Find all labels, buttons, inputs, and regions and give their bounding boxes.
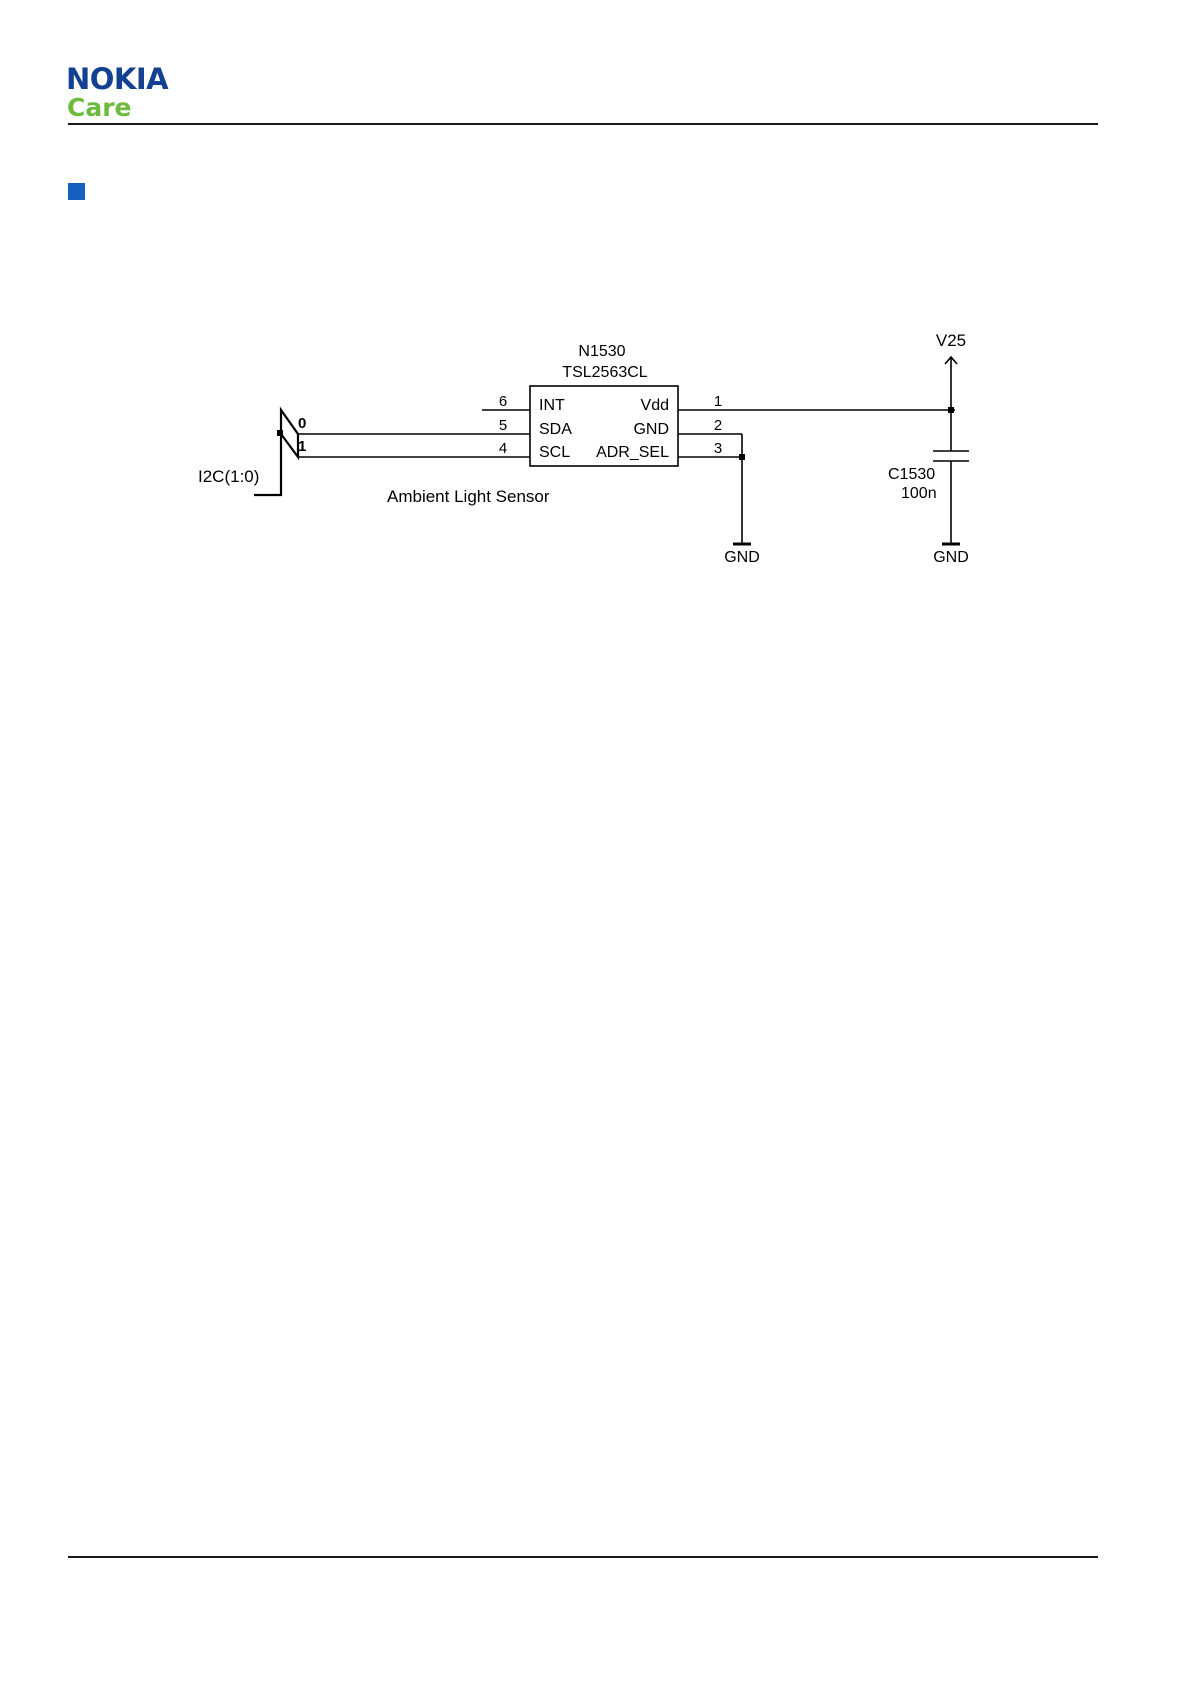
pin-adrsel-name: ADR_SEL xyxy=(596,444,669,461)
ground-label-right: GND xyxy=(933,549,969,566)
bus-junction-dot xyxy=(277,430,283,436)
capacitor-value-label: 100n xyxy=(901,485,937,502)
i2c-bus-label: I2C(1:0) xyxy=(198,467,259,486)
pin-adrsel-number: 3 xyxy=(714,440,722,457)
pin-vdd-number: 1 xyxy=(714,393,722,410)
ic-part-label: TSL2563CL xyxy=(562,364,647,381)
component-description: Ambient Light Sensor xyxy=(387,487,550,506)
pin-scl-number: 4 xyxy=(499,440,507,457)
logo-sub-brand-text: Care xyxy=(67,94,168,122)
pin-sda-number: 5 xyxy=(499,417,507,434)
pin-scl-name: SCL xyxy=(539,444,570,461)
pin-vdd-name: Vdd xyxy=(641,397,669,414)
power-junction-dot xyxy=(948,407,954,413)
header-divider xyxy=(68,123,1098,125)
pin-sda-name: SDA xyxy=(539,421,572,438)
ic-ref-label: N1530 xyxy=(578,343,625,360)
logo-brand-text: NOKIA xyxy=(66,64,168,94)
pin-gnd-name: GND xyxy=(633,421,669,438)
nokia-care-logo: NOKIA Care xyxy=(66,64,168,122)
ambient-light-sensor-schematic: N1530 TSL2563CL 6 5 4 INT SDA SCL 1 2 3 … xyxy=(180,310,1000,570)
i2c-bus-line xyxy=(254,410,298,495)
junction-dot xyxy=(739,454,745,460)
pin-int-name: INT xyxy=(539,397,565,414)
pin-gnd-number: 2 xyxy=(714,417,722,434)
bus-bit-1-label: 1 xyxy=(298,438,306,455)
section-marker-icon xyxy=(68,183,85,200)
footer-divider xyxy=(68,1556,1098,1558)
pin-int-number: 6 xyxy=(499,393,507,410)
ground-label-left: GND xyxy=(724,549,760,566)
power-net-label: V25 xyxy=(936,331,966,350)
bus-bit-0-label: 0 xyxy=(298,415,306,432)
capacitor-ref-label: C1530 xyxy=(888,466,935,483)
